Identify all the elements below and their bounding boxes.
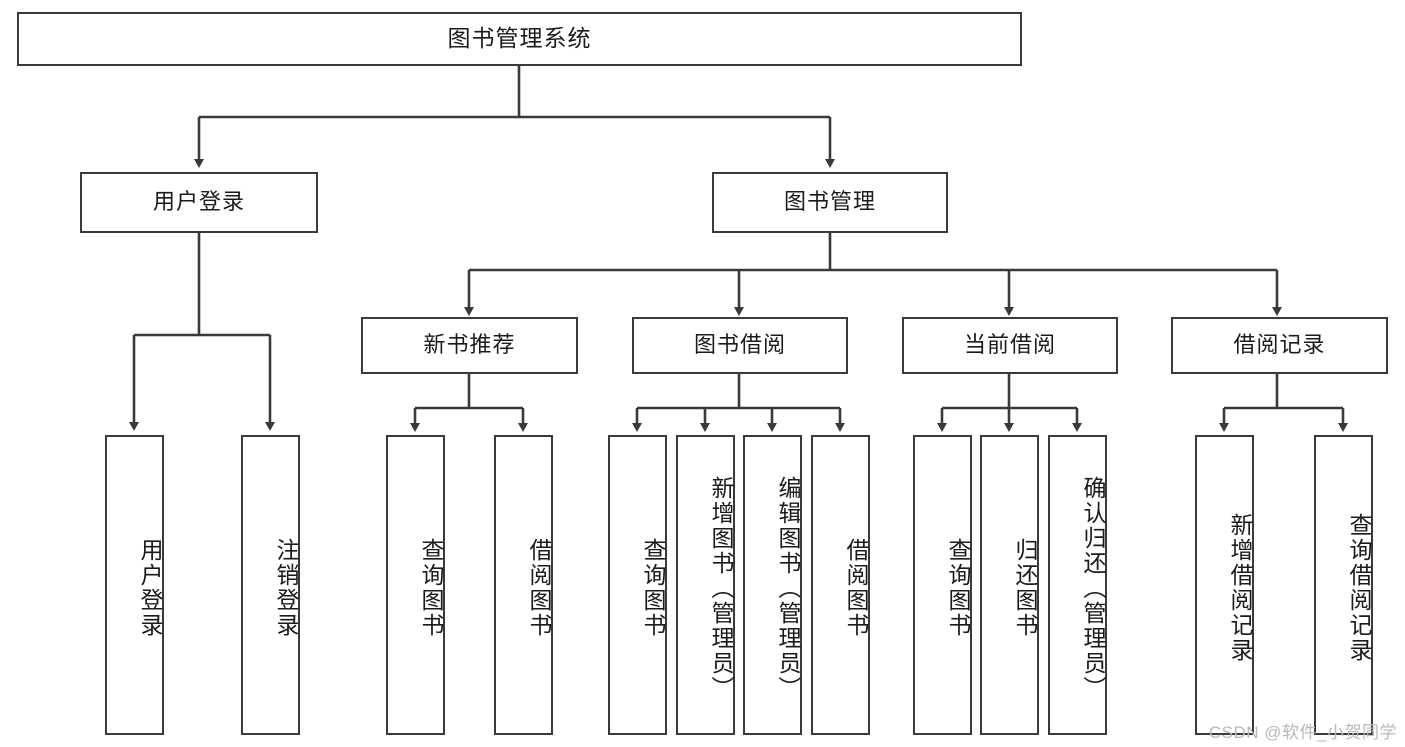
node-new-book-recommend[interactable]: 新书推荐	[361, 317, 578, 374]
node-book-management[interactable]: 图书管理	[712, 172, 948, 233]
node-borrow-records[interactable]: 借阅记录	[1171, 317, 1388, 374]
node-label: 查询图书	[945, 538, 971, 638]
node-label: 查询图书	[640, 538, 666, 638]
leaf-nb-query-book[interactable]: 查询图书	[386, 435, 445, 735]
leaf-cb-return-book[interactable]: 归还图书	[980, 435, 1039, 735]
node-root-system[interactable]: 图书管理系统	[17, 12, 1022, 66]
leaf-bb-add-book-admin[interactable]: 新增图书（管理员）	[676, 435, 735, 735]
leaf-br-query-record[interactable]: 查询借阅记录	[1314, 435, 1373, 735]
leaf-cb-query-book[interactable]: 查询图书	[913, 435, 972, 735]
leaf-bb-borrow-book[interactable]: 借阅图书	[811, 435, 870, 735]
leaf-user-login[interactable]: 用户登录	[105, 435, 164, 735]
node-label: 新书推荐	[423, 332, 516, 358]
node-label: 确认归还（管理员）	[1080, 475, 1106, 701]
node-label: 图书管理	[783, 189, 876, 215]
leaf-br-add-record[interactable]: 新增借阅记录	[1195, 435, 1254, 735]
node-label: 注销登录	[273, 538, 299, 638]
watermark-text: CSDN @软件_小贺同学	[1208, 723, 1397, 742]
node-label: 借阅图书	[526, 538, 552, 638]
node-label: 用户登录	[152, 189, 245, 215]
node-user-login[interactable]: 用户登录	[80, 172, 318, 233]
node-current-borrow[interactable]: 当前借阅	[902, 317, 1118, 374]
node-label: 新增借阅记录	[1227, 513, 1253, 663]
node-label: 图书管理系统	[447, 25, 592, 52]
node-label: 借阅记录	[1233, 332, 1326, 358]
node-label: 新增图书（管理员）	[708, 475, 734, 701]
node-label: 用户登录	[137, 538, 163, 638]
node-label: 编辑图书（管理员）	[775, 475, 801, 701]
node-label: 查询借阅记录	[1346, 513, 1372, 663]
node-label: 借阅图书	[843, 538, 869, 638]
leaf-logout[interactable]: 注销登录	[241, 435, 300, 735]
leaf-nb-borrow-book[interactable]: 借阅图书	[494, 435, 553, 735]
leaf-cb-confirm-return-admin[interactable]: 确认归还（管理员）	[1048, 435, 1107, 735]
leaf-bb-query-book[interactable]: 查询图书	[608, 435, 667, 735]
node-label: 查询图书	[418, 538, 444, 638]
node-book-borrow[interactable]: 图书借阅	[632, 317, 848, 374]
node-label: 当前借阅	[963, 332, 1056, 358]
leaf-bb-edit-book-admin[interactable]: 编辑图书（管理员）	[743, 435, 802, 735]
node-label: 图书借阅	[693, 332, 786, 358]
node-label: 归还图书	[1012, 538, 1038, 638]
